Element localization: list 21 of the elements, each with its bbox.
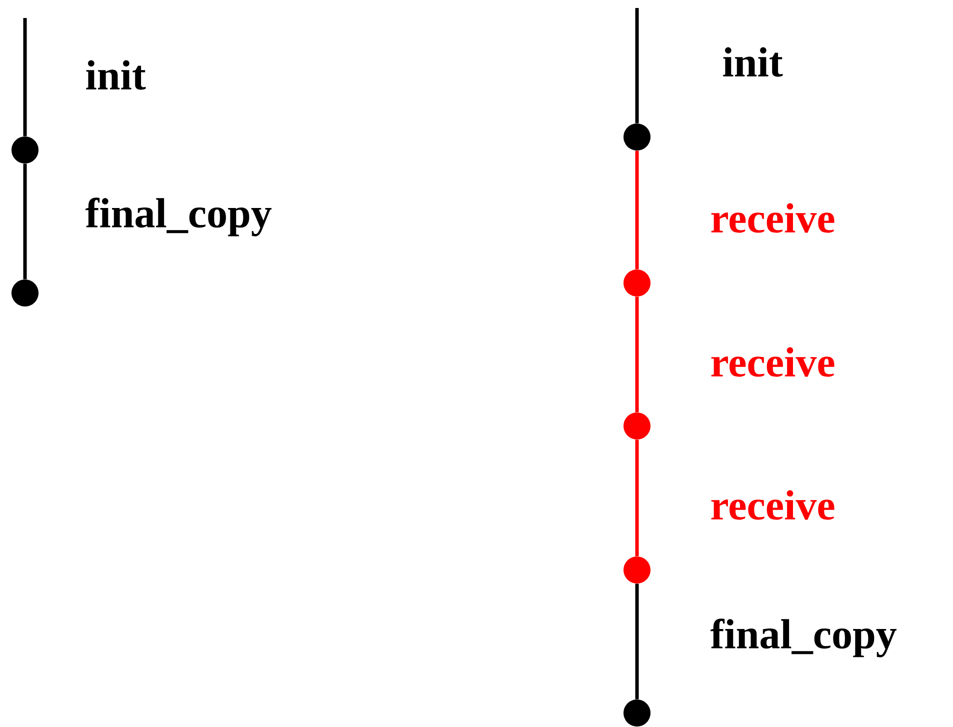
dot xyxy=(624,124,650,150)
edge-label: final_copy xyxy=(710,618,896,658)
dot xyxy=(624,700,650,726)
edge-label: final_copy xyxy=(86,198,272,236)
edge-label: receive xyxy=(711,490,834,520)
dot xyxy=(624,270,650,296)
line xyxy=(23,18,27,136)
dot xyxy=(624,412,650,440)
edge-label: receive xyxy=(711,203,834,233)
edge-label: init xyxy=(723,47,783,77)
edge-label: init xyxy=(86,60,146,90)
edge-label: receive xyxy=(711,347,834,377)
line xyxy=(635,296,639,412)
dot xyxy=(12,136,38,164)
line xyxy=(635,584,639,700)
line xyxy=(635,150,639,270)
line xyxy=(635,440,639,556)
dot xyxy=(624,556,650,584)
line xyxy=(635,8,639,124)
line xyxy=(23,164,27,280)
dot xyxy=(12,280,38,306)
